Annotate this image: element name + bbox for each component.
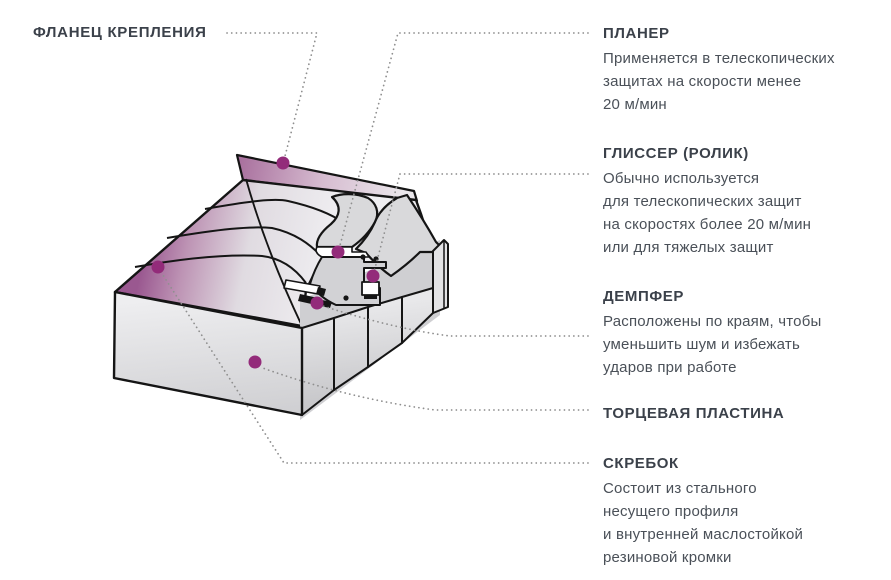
section-wall-4 <box>367 296 403 368</box>
label-scraper-description: Состоит из стального несущего профиля и … <box>603 480 804 566</box>
label-glisser-description: Обычно используется для телескопических … <box>603 170 812 256</box>
label-damper-title: ДЕМПФЕР <box>603 288 684 305</box>
leader-scraper <box>160 271 589 464</box>
cut-profile-right <box>354 193 443 278</box>
label-planer-description: Применяется в телескопических защитах на… <box>603 50 835 113</box>
section-wall-2 <box>301 317 335 416</box>
leader-flange <box>226 32 319 161</box>
leader-planer <box>338 32 589 250</box>
label-damper-description: Расположены по краям, чтобы уменьшить шу… <box>603 313 822 376</box>
label-planer-title: ПЛАНЕР <box>603 25 670 42</box>
section-wall-3 <box>333 306 369 391</box>
leader-endplate <box>259 366 589 411</box>
label-flange-title: ФЛАНЕЦ КРЕПЛЕНИЯ <box>33 24 207 41</box>
bolt-1 <box>360 254 366 260</box>
marker-dot-scraper <box>151 260 165 274</box>
ridge-line-3 <box>134 254 307 284</box>
scraper-lip-tip <box>316 287 326 296</box>
roller-bracket-foot <box>364 295 377 299</box>
marker-dot-planer <box>331 245 345 259</box>
bolt-2 <box>373 256 379 262</box>
cut-profile-left <box>315 193 379 249</box>
end-plate <box>432 239 449 314</box>
roller-bracket <box>361 281 380 296</box>
bolt-3 <box>343 295 349 301</box>
leader-damper <box>322 305 589 337</box>
fold-line <box>245 178 303 327</box>
label-glisser-title: ГЛИССЕР (РОЛИК) <box>603 145 749 162</box>
marker-dot-damper <box>310 296 324 310</box>
label-block-scraper: СКРЕБОК Состоит из стального несущего пр… <box>603 455 878 569</box>
ridge-line-1 <box>204 198 345 224</box>
front-face <box>112 290 304 417</box>
marker-dot-flange <box>276 156 290 170</box>
label-block-planer: ПЛАНЕР Применяется в телескопических защ… <box>603 25 878 116</box>
marker-dots <box>151 156 380 369</box>
marker-dot-endplate <box>248 355 262 369</box>
marker-dot-glisser <box>366 269 380 283</box>
label-block-damper: ДЕМПФЕР Расположены по краям, чтобы умен… <box>603 288 878 379</box>
label-endplate-title: ТОРЦЕВАЯ ПЛАСТИНА <box>603 405 785 422</box>
section-wall-5 <box>401 287 434 344</box>
label-block-glisser: ГЛИССЕР (РОЛИК) Обычно используется для … <box>603 145 878 259</box>
label-block-endplate: ТОРЦЕВАЯ ПЛАСТИНА <box>603 405 878 422</box>
ridge-line-2 <box>166 226 323 258</box>
label-scraper-title: СКРЕБОК <box>603 455 679 472</box>
leader-lines <box>160 32 589 464</box>
leader-glisser <box>373 173 589 273</box>
